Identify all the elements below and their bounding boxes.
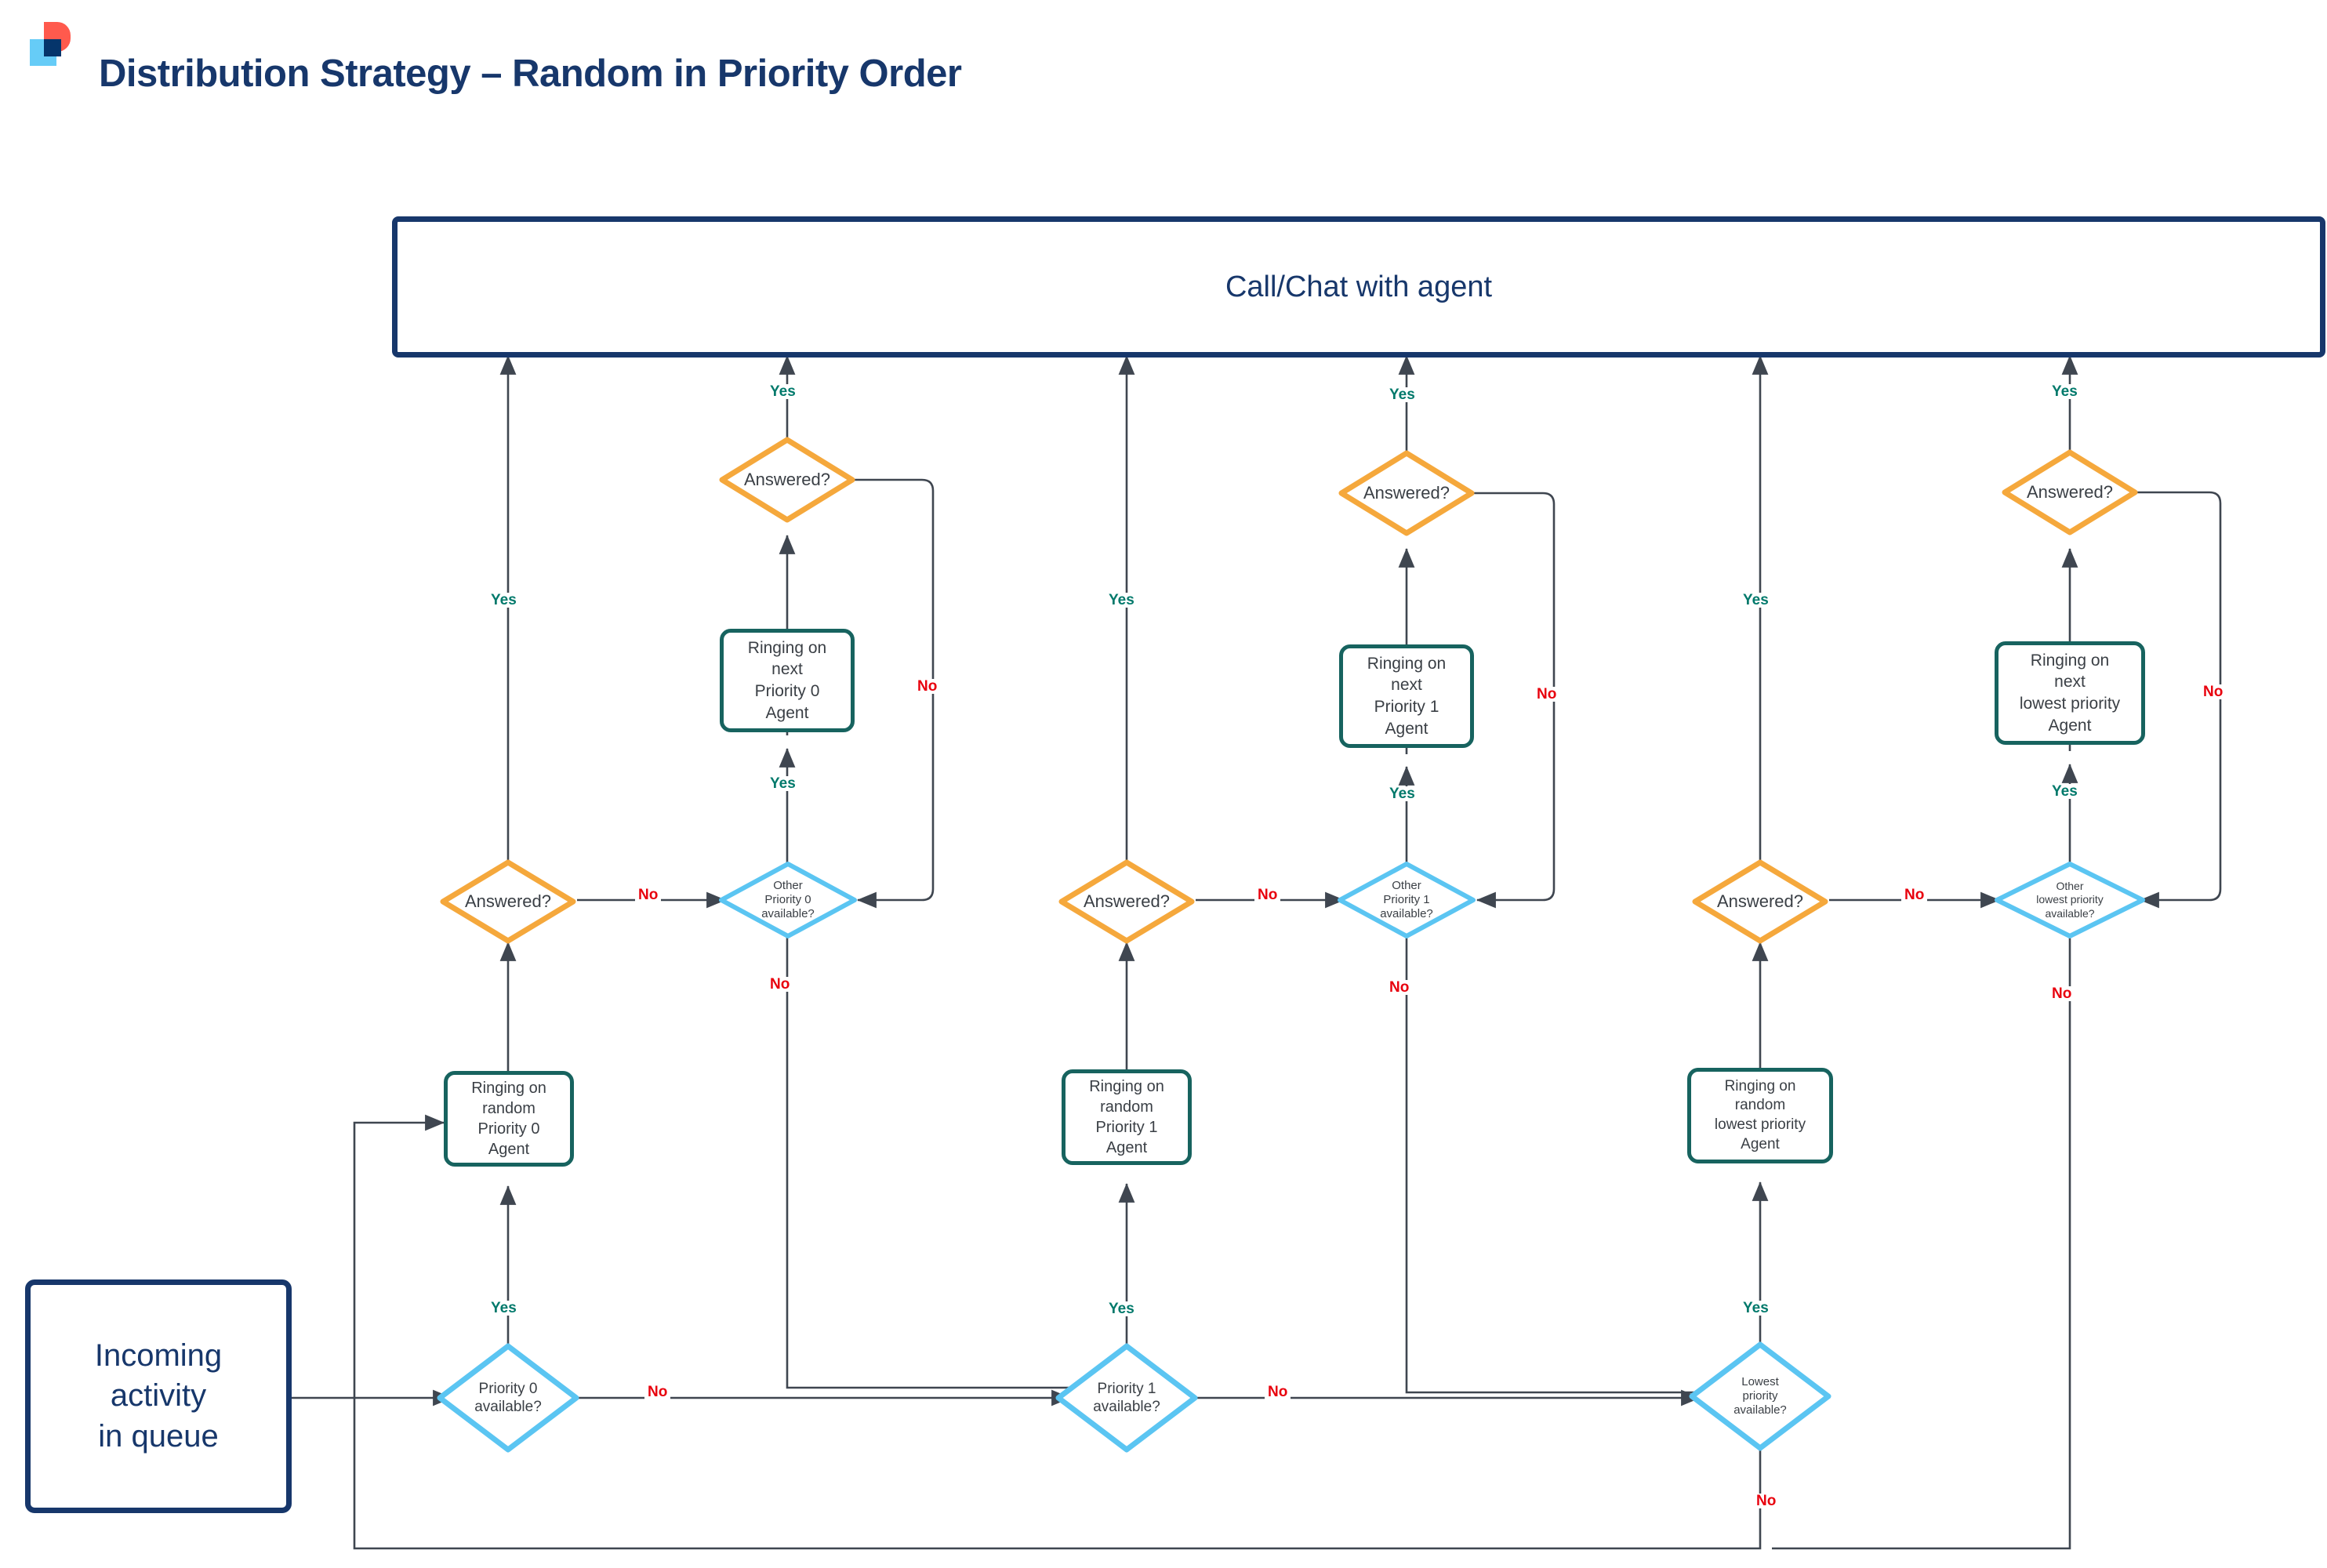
diamond-shape <box>1058 859 1195 944</box>
process-ringing-random-priority-1[interactable]: Ringing on random Priority 1 Agent <box>1062 1069 1192 1165</box>
edge-label-yes: Yes <box>767 776 799 791</box>
edge-label-yes: Yes <box>767 384 799 399</box>
decision-answered-priority-0-first[interactable]: Answered? <box>439 858 577 945</box>
diamond-shape <box>1055 1343 1198 1453</box>
edge-label-yes: Yes <box>488 593 520 608</box>
edge-label-yes: Yes <box>2049 384 2081 399</box>
process-line-3: Priority 1 <box>1374 698 1439 716</box>
logo-navy-square <box>44 39 61 56</box>
process-line-2: next <box>1391 676 1422 695</box>
page-title: Distribution Strategy – Random in Priori… <box>99 53 962 95</box>
decision-lowest-priority-available[interactable]: Lowest priority available? <box>1688 1341 1832 1452</box>
diamond-shape <box>1338 862 1476 938</box>
decision-answered-priority-1-second[interactable]: Answered? <box>1338 449 1476 537</box>
process-line-4: Agent <box>765 703 809 722</box>
process-line-3: Priority 0 <box>477 1120 540 1138</box>
process-line-1: Ringing on <box>1367 654 1447 673</box>
edge-label-no: No <box>1753 1494 1780 1508</box>
process-line-3: lowest priority <box>1714 1116 1806 1133</box>
process-line-2: random <box>1734 1097 1786 1114</box>
process-line-4: Agent <box>1741 1135 1780 1152</box>
diamond-shape <box>1692 859 1828 944</box>
decision-other-lowest-priority-available[interactable]: Other lowest priority available? <box>1994 861 2146 939</box>
edge-label-yes: Yes <box>1740 593 1772 608</box>
edge-label-yes: Yes <box>1386 387 1418 402</box>
edge-label-no: No <box>1254 887 1281 902</box>
process-line-1: Ringing on <box>471 1080 546 1097</box>
edge-label-yes: Yes <box>2049 784 2081 799</box>
terminal-call-chat-banner[interactable]: Call/Chat with agent <box>392 216 2325 358</box>
process-line-2: random <box>482 1100 535 1117</box>
decision-answered-lowest-priority-second[interactable]: Answered? <box>2001 448 2139 536</box>
start-node-incoming-activity[interactable]: Incoming activity in queue <box>25 1279 292 1513</box>
diamond-shape <box>1995 862 2145 938</box>
process-ringing-next-priority-0[interactable]: Ringing on next Priority 0 Agent <box>720 629 855 732</box>
start-node-line-3: in queue <box>98 1418 219 1454</box>
start-node-line-1: Incoming <box>94 1338 223 1374</box>
process-line-2: next <box>771 660 803 679</box>
edge-label-no: No <box>2049 986 2075 1001</box>
edge-label-no: No <box>635 887 662 902</box>
edge-label-no: No <box>2200 684 2227 699</box>
edge-label-no: No <box>914 679 941 694</box>
diamond-shape <box>2002 449 2138 535</box>
process-line-1: Ringing on <box>1089 1078 1164 1095</box>
edge-label-no: No <box>1265 1385 1291 1399</box>
decision-priority-0-available[interactable]: Priority 0 available? <box>436 1342 580 1454</box>
decision-answered-priority-0-second[interactable]: Answered? <box>718 436 856 524</box>
decision-answered-lowest-priority-first[interactable]: Answered? <box>1691 858 1829 945</box>
process-line-2: next <box>2054 673 2086 691</box>
process-line-4: Agent <box>488 1141 530 1158</box>
edge-label-no: No <box>1901 887 1928 902</box>
edge-label-yes: Yes <box>1740 1301 1772 1316</box>
diamond-shape <box>437 1343 579 1453</box>
edge-label-yes: Yes <box>1386 786 1418 801</box>
process-ringing-random-priority-0[interactable]: Ringing on random Priority 0 Agent <box>444 1071 574 1167</box>
edge-label-no: No <box>767 977 793 992</box>
edge-label-yes: Yes <box>488 1301 520 1316</box>
edge-label-no: No <box>644 1385 671 1399</box>
diamond-shape <box>719 862 857 938</box>
process-line-3: lowest priority <box>2019 695 2121 713</box>
decision-answered-priority-1-first[interactable]: Answered? <box>1058 858 1196 945</box>
diamond-shape <box>440 859 576 944</box>
edge-label-yes: Yes <box>1105 593 1138 608</box>
terminal-banner-label: Call/Chat with agent <box>1225 270 1493 303</box>
process-line-1: Ringing on <box>1724 1077 1796 1094</box>
diamond-shape <box>1689 1341 1831 1451</box>
process-line-3: Priority 1 <box>1095 1119 1158 1136</box>
decision-priority-1-available[interactable]: Priority 1 available? <box>1055 1342 1199 1454</box>
edge-label-no: No <box>1534 687 1560 702</box>
process-line-2: random <box>1100 1098 1153 1116</box>
process-line-1: Ringing on <box>747 638 827 657</box>
diamond-shape <box>719 437 855 523</box>
start-node-line-2: activity <box>110 1378 207 1414</box>
decision-other-priority-0-available[interactable]: Other Priority 0 available? <box>718 861 858 939</box>
process-line-3: Priority 0 <box>754 682 820 700</box>
process-line-4: Agent <box>2048 716 2092 735</box>
brand-logo <box>30 22 71 67</box>
diamond-shape <box>1338 450 1475 536</box>
edge-label-yes: Yes <box>1105 1301 1138 1316</box>
process-ringing-random-lowest-priority[interactable]: Ringing on random lowest priority Agent <box>1687 1068 1833 1163</box>
edge-label-no: No <box>1386 980 1413 995</box>
process-line-4: Agent <box>1105 1139 1148 1156</box>
decision-other-priority-1-available[interactable]: Other Priority 1 available? <box>1337 861 1476 939</box>
process-line-1: Ringing on <box>2030 651 2110 670</box>
process-line-4: Agent <box>1385 719 1429 738</box>
process-ringing-next-priority-1[interactable]: Ringing on next Priority 1 Agent <box>1339 644 1474 748</box>
process-ringing-next-lowest-priority[interactable]: Ringing on next lowest priority Agent <box>1995 641 2145 745</box>
